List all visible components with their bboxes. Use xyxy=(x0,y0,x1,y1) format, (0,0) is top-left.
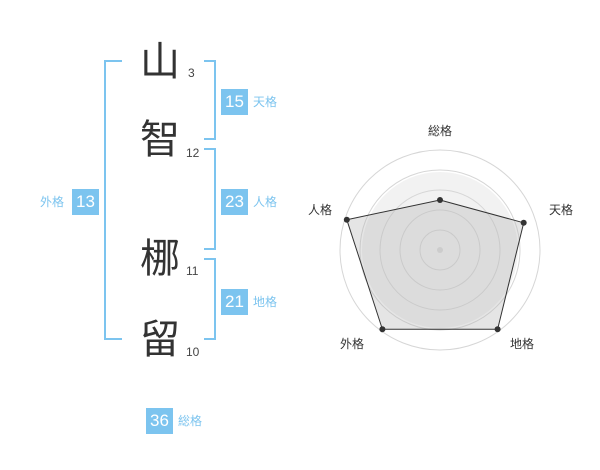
tenkaku-bracket xyxy=(204,60,216,140)
stroke-count-2: 12 xyxy=(186,146,200,160)
chikaku-value: 21 xyxy=(221,289,248,315)
radar-point-2 xyxy=(520,219,527,226)
name-char-4: 留 xyxy=(140,317,180,363)
radar-ring-1 xyxy=(419,229,461,271)
radar-center-dot xyxy=(437,247,443,253)
gaikaku-value: 13 xyxy=(72,189,99,215)
radar-point-4 xyxy=(379,326,386,333)
radar-label-soukaku: 総格 xyxy=(428,124,453,138)
radar-ring-5 xyxy=(339,149,541,351)
radar-polygon xyxy=(346,199,525,330)
jinkaku-label: 人格 xyxy=(253,195,278,209)
radar-label-gaikaku: 外格 xyxy=(340,337,365,351)
gaikaku-bracket xyxy=(104,60,122,340)
chikaku-bracket xyxy=(204,258,216,340)
chikaku-label: 地格 xyxy=(253,295,278,309)
name-char-2: 智 xyxy=(140,117,180,163)
radar-label-jinkaku: 人格 xyxy=(308,203,333,217)
radar-point-5 xyxy=(343,216,350,223)
radar-label-tenkaku: 天格 xyxy=(549,203,574,217)
soukaku-value: 36 xyxy=(146,408,173,434)
radar-ring-4 xyxy=(359,169,521,331)
jinkaku-value: 23 xyxy=(221,189,248,215)
radar-ring-3 xyxy=(379,189,501,311)
radar-ring-2 xyxy=(399,209,481,291)
radar-point-1 xyxy=(437,197,443,203)
tenkaku-value: 15 xyxy=(221,89,248,115)
name-char-1: 山 xyxy=(140,39,180,85)
tenkaku-label: 天格 xyxy=(253,95,278,109)
gaikaku-label: 外格 xyxy=(40,195,65,209)
radar-label-chikaku: 地格 xyxy=(510,337,535,351)
stroke-count-1: 3 xyxy=(188,66,195,80)
name-char-3: 梛 xyxy=(140,236,180,282)
soukaku-label: 総格 xyxy=(178,414,203,428)
stroke-count-4: 10 xyxy=(186,345,200,359)
radar-point-3 xyxy=(494,326,501,333)
jinkaku-bracket xyxy=(204,148,216,250)
stroke-count-3: 11 xyxy=(186,264,199,278)
